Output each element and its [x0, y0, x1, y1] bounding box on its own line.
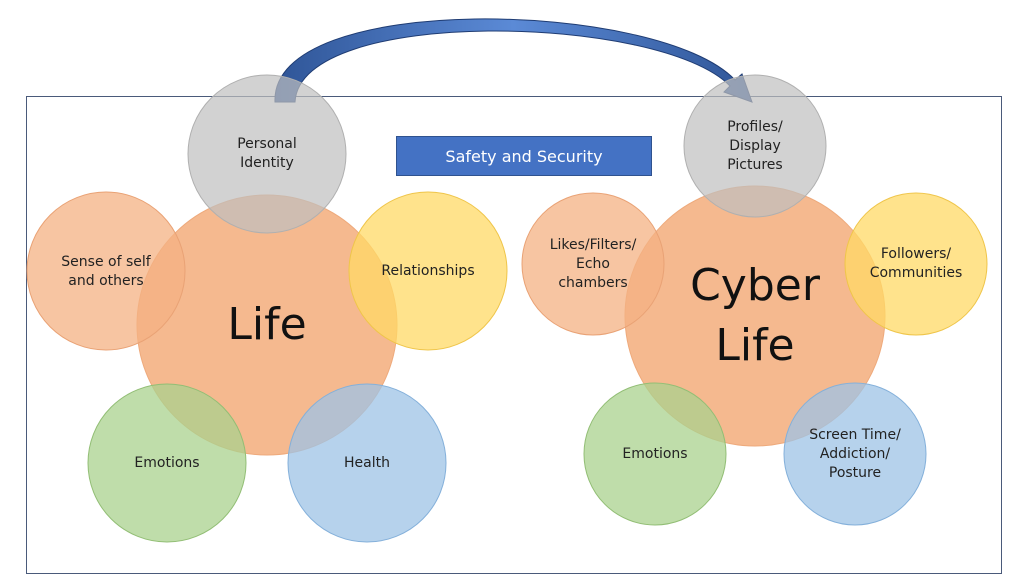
cyber-emotions-label: Emotions: [622, 445, 688, 462]
life-health-label: Health: [344, 454, 390, 471]
cyber-profiles-label: Profiles/ Display Pictures: [727, 118, 783, 173]
cyber-screen-label: Screen Time/ Addiction/ Posture: [809, 426, 901, 481]
cyber-likes-label: Likes/Filters/ Echo chambers: [549, 236, 637, 291]
life-center-label: Life: [227, 299, 307, 350]
life-health-circle: [287, 383, 447, 543]
safety-security-banner: Safety and Security: [396, 136, 652, 176]
cyber-center-label: Cyber Life: [690, 260, 820, 371]
life-emotions-circle: [87, 383, 247, 543]
life-self-circle: [26, 191, 186, 351]
life-identity-circle: [187, 74, 347, 234]
life-relationships-circle: [348, 191, 508, 351]
curved-arrow-icon: [274, 18, 753, 103]
cyber-likes-circle: [521, 192, 665, 336]
cyber-emotions-circle: [583, 382, 727, 526]
cyber-profiles-circle: [683, 74, 827, 218]
life-self-label: Sense of self and others: [61, 254, 151, 289]
life-identity-label: Personal Identity: [237, 136, 297, 171]
content-frame: [26, 96, 1002, 574]
cyber-followers-circle: [844, 192, 988, 336]
cyber-followers-label: Followers/ Communities: [869, 246, 963, 281]
life-relationships-label: Relationships: [381, 262, 475, 279]
life-emotions-label: Emotions: [134, 454, 200, 471]
cyber-screen-circle: [783, 382, 927, 526]
